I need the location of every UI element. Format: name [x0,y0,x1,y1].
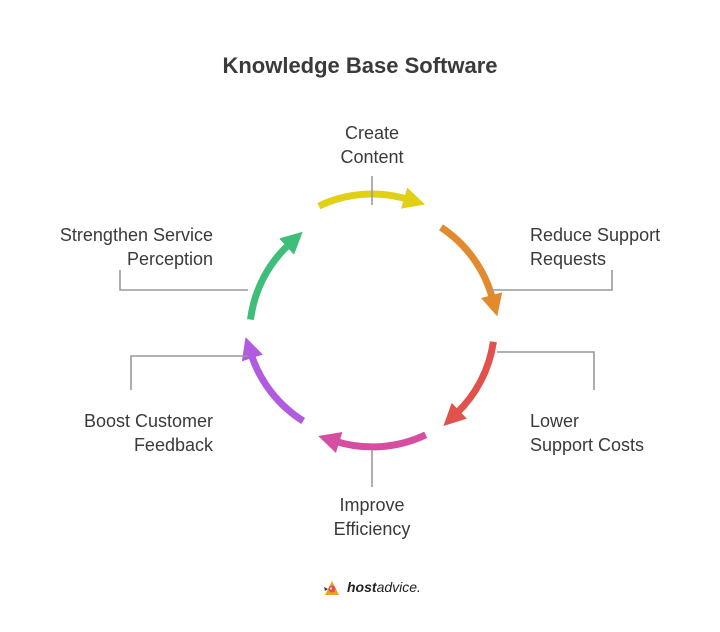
connector-lower-support-costs [497,351,595,390]
label-boost-customer-feedback-1: Boost Customer [84,411,213,431]
arc-reduce-support-requests [439,224,503,317]
label-reduce-support-requests-1: Reduce Support [530,225,660,245]
label-lower-support-costs-1: Lower [530,411,579,431]
label-improve-efficiency-1: Improve [339,495,404,515]
arc-create-content [317,187,426,210]
label-improve-efficiency-2: Efficiency [334,519,411,539]
connector-boost-customer-feedback [130,355,248,390]
arc-improve-efficiency [318,431,428,453]
label-strengthen-service-perception-2: Perception [127,249,213,269]
label-create-content-1: Create [345,123,399,143]
hostadvice-logo-text: hostadvice. [347,579,421,595]
connector-reduce-support-requests [490,270,613,291]
label-boost-customer-feedback-2: Feedback [134,435,214,455]
arc-strengthen-service-perception [247,231,303,321]
arc-lower-support-costs [443,341,497,426]
label-create-content-2: Content [340,147,403,167]
arc-boost-customer-feedback [241,337,306,424]
hostadvice-logo-icon [324,581,339,595]
label-reduce-support-requests-2: Requests [530,249,606,269]
hostadvice-logo: hostadvice. [322,576,421,598]
diagram-title: Knowledge Base Software [222,53,498,78]
connector-strengthen-service-perception [119,270,248,291]
label-strengthen-service-perception-1: Strengthen Service [60,225,213,245]
label-lower-support-costs-2: Support Costs [530,435,644,455]
